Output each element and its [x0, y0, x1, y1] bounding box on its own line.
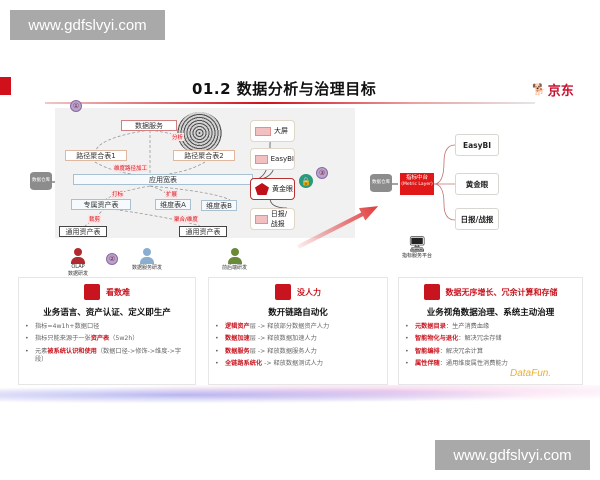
jd-logo: 🐕 京东 [532, 80, 574, 99]
output-easybi: EasyBI [250, 148, 295, 170]
dim-table-a: 维度表A [155, 199, 191, 210]
card-tag: 看数难 [106, 287, 130, 297]
role-label: 数据服务研发 [132, 265, 163, 271]
app-wide-table: 应用宽表 [73, 174, 253, 185]
metric-platform-label: 指标中台 [405, 175, 428, 181]
stacked-books-icon [423, 284, 440, 300]
page-title: 01.2 数据分析与治理目标 [192, 80, 377, 98]
edge-label-path-process: 维度路径加工 [113, 164, 149, 172]
slide: 01.2 数据分析与治理目标 🐕 京东 数据仓库 ① [0, 60, 600, 420]
role-service-dev: 数据服务研发 [132, 248, 162, 271]
section-marker [0, 77, 11, 95]
edge-label-aggregate: 聚合/维度 [173, 215, 199, 223]
watermark-top: www.gdfslvyi.com [10, 10, 165, 40]
card-data-growth: 数据无序增长、冗余计算和存储 业务视角数据治理、系统主动治理 元数据目录：生产消… [398, 277, 583, 385]
common-asset-table-2: 通用资产表 [179, 226, 227, 237]
card-subtitle: 业务视角数据治理、系统主动治理 [426, 308, 555, 318]
role-olap-dev: OLAP 数据研发 [68, 248, 88, 277]
card-tag: 数据无序增长、冗余计算和存储 [445, 287, 558, 297]
pentagon-icon [255, 183, 269, 195]
card-item: 全链路系统化 -> 释放数据测试人力 [215, 360, 381, 369]
output-label: 大屏 [274, 127, 288, 135]
computer-cloud-icon: 🖥 [407, 235, 427, 253]
output-label: 日报/战报 [270, 210, 288, 228]
card-item: 数据加速层 -> 释放数据加速人力 [215, 335, 381, 344]
watermark-bottom: www.gdfslvyi.com [435, 440, 590, 470]
role-label: 前后端研发 [222, 265, 248, 271]
person-icon [143, 248, 151, 256]
card-hard-to-view: 看数难 业务语言、资产认证、定义即生产 指标=4w1h+数据口径 指标只能来源于… [18, 277, 196, 385]
book-icon [275, 284, 291, 300]
card-item: 智能物化与退化：解决冗余存储 [405, 335, 576, 344]
metric-platform-en: (Metric Layer) [401, 181, 433, 187]
monitor-doc-icon [84, 284, 100, 300]
right-output-easybi: EasyBI [455, 134, 499, 156]
path-table-2: 路径聚合表2 [173, 150, 235, 161]
card-item: 指标=4w1h+数据口径 [25, 323, 189, 332]
database-icon: 数据仓库 [370, 174, 392, 192]
card-subtitle: 业务语言、资产认证、定义即生产 [43, 308, 171, 318]
path-table-1: 路径聚合表1 [65, 150, 127, 161]
complexity-scribble [177, 112, 222, 154]
metric-service-platform: 🖥 指标服务平台 [402, 235, 433, 260]
card-subtitle: 数开链路自动化 [268, 308, 328, 318]
thumbnail-icon [255, 214, 268, 224]
role-label: 数据研发 [68, 271, 89, 277]
edge-label-tagging: 打标 [111, 190, 125, 198]
card-item: 数据服务层 -> 释放数据服务人力 [215, 348, 381, 357]
edge-label-trim: 裁剪 [88, 215, 102, 223]
dedicated-asset-table: 专属资产表 [71, 199, 131, 210]
right-output-golden-eye: 黄金眼 [455, 173, 499, 195]
card-item: 指标只能来源于一张资产表（5w2h） [25, 335, 189, 344]
common-asset-table-1: 通用资产表 [59, 226, 107, 237]
database-icon: 数据仓库 [30, 172, 52, 190]
output-label: EasyBI [270, 155, 294, 163]
thumbnail-icon [255, 154, 268, 164]
card-item: 元数据目录：生产消费血缘 [405, 323, 576, 332]
card-item: 智能编排：解决冗余计算 [405, 348, 576, 357]
card-no-manpower: 没人力 数开链路自动化 逻辑资产层 -> 释放部分数据资产人力 数据加速层 ->… [208, 277, 388, 385]
right-output-daily-report: 日报/战报 [455, 208, 499, 230]
card-item: 逻辑资产层 -> 释放部分数据资产人力 [215, 323, 381, 332]
decorative-swoosh [0, 385, 600, 405]
step-badge-2: ② [106, 253, 118, 265]
card-tag: 没人力 [297, 287, 321, 297]
platform-label: 指标服务平台 [402, 253, 433, 259]
thumbnail-icon [255, 126, 271, 136]
output-daily-report: 日报/战报 [250, 208, 295, 230]
datafun-logo: DataFun. [510, 368, 552, 379]
role-label-top: OLAP [71, 264, 85, 270]
arrow-icon [392, 183, 398, 185]
left-diagram-panel: ① 数据服务 分析 路径聚合表1 [55, 100, 355, 238]
person-icon [74, 248, 82, 256]
role-fullstack-dev: 前后端研发 [222, 248, 247, 271]
logo-text: 京东 [547, 84, 574, 99]
lock-icon: 🔒 [299, 174, 313, 188]
data-service-box: 数据服务 [121, 120, 177, 131]
jd-dog-icon: 🐕 [532, 83, 546, 96]
step-badge-3: ③ [316, 167, 328, 179]
dim-table-b: 维度表B [201, 200, 237, 211]
right-connectors [434, 144, 456, 221]
card-item: 元素被系统认识和使用（数据口径->修饰->维度->字段） [25, 348, 189, 365]
title-underline [45, 102, 535, 104]
edge-label-analysis: 分析 [171, 133, 185, 141]
step-badge-1: ① [70, 100, 82, 112]
edge-label-expand: 扩展 [165, 190, 179, 198]
output-label: 黄金眼 [272, 185, 293, 193]
person-icon [230, 248, 239, 256]
output-bigscreen: 大屏 [250, 120, 295, 142]
metric-platform-box: 指标中台 (Metric Layer) [400, 173, 434, 195]
card-item: 属性伴随：通用维度属性消费能力 [405, 360, 576, 369]
output-golden-eye: 黄金眼 [250, 178, 295, 200]
